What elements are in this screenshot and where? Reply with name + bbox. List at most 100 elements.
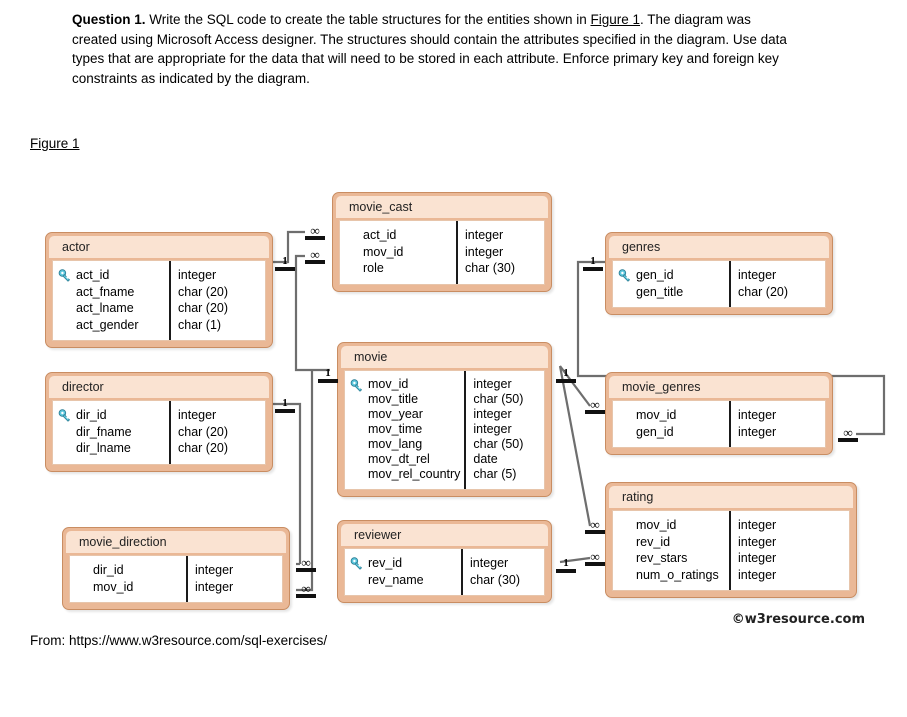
cardinality-bar: [556, 569, 576, 573]
entity-title-movie: movie: [341, 346, 548, 368]
entity-title-reviewer: reviewer: [341, 524, 548, 546]
field-name-text: rev_id: [636, 534, 671, 549]
field-name-text: act_id: [363, 228, 397, 242]
field-type: integer: [473, 377, 512, 391]
field-type: char (20): [178, 301, 229, 315]
question-text-part1: Write the SQL code to create the table s…: [145, 12, 591, 27]
source-url-text: From: https://www.w3resource.com/sql-exe…: [30, 633, 328, 648]
cardinality-symbol: ∞: [310, 247, 320, 262]
cardinality-symbol: ∞: [590, 517, 600, 532]
field-name-text: gen_id: [636, 424, 674, 439]
entity-title-movie_cast: movie_cast: [336, 196, 548, 218]
field-type-column: integer char (30): [463, 549, 544, 595]
field-name: role: [344, 260, 452, 277]
field-type: integer: [738, 518, 777, 532]
entity-title-movie_genres: movie_genres: [609, 376, 829, 398]
field-type: char (30): [465, 261, 516, 275]
field-name-text: mov_year: [368, 407, 423, 421]
field-name-text: mov_id: [636, 518, 677, 532]
field-type: integer: [738, 551, 777, 565]
entity-body-genres: gen_id gen_title integer char (20): [612, 260, 826, 308]
field-name: mov_title: [349, 392, 460, 407]
field-name: act_gender: [57, 317, 165, 334]
field-name: act_id: [57, 267, 165, 284]
field-name-column: gen_id gen_title: [613, 261, 731, 307]
cardinality-symbol: 1: [282, 397, 288, 409]
field-name-text: dir_id: [76, 408, 107, 422]
field-name: rev_id: [617, 534, 725, 551]
cardinality-marker-reviewer-one: 1: [556, 558, 576, 573]
field-name-column: dir_id dir_fname dir_lname: [53, 401, 171, 464]
field-name-text: num_o_ratings: [636, 567, 719, 582]
field-type: char (30): [470, 572, 521, 587]
field-name: gen_title: [617, 284, 725, 301]
field-type: integer: [470, 556, 509, 570]
field-name: mov_id: [617, 407, 725, 424]
cardinality-bar: [318, 379, 338, 383]
field-type: integer: [738, 268, 777, 282]
cardinality-symbol: ∞: [310, 223, 320, 238]
cardinality-marker-movie-one-right: 1: [556, 368, 576, 383]
field-name-text: mov_lang: [368, 437, 423, 451]
cardinality-bar: [585, 562, 605, 566]
field-type: integer: [195, 579, 234, 594]
field-name-text: rev_name: [368, 572, 424, 587]
cardinality-marker-actor-one: 1: [275, 256, 295, 271]
field-type: char (1): [178, 317, 222, 332]
cardinality-marker-movie-cast-actor-many: ∞: [305, 223, 325, 240]
field-name: mov_id: [349, 377, 460, 392]
field-name: rev_id: [349, 555, 457, 572]
entity-title-actor: actor: [49, 236, 269, 258]
field-name-text: mov_id: [368, 377, 409, 391]
field-name: mov_lang: [349, 437, 460, 452]
question-paragraph: Question 1. Write the SQL code to create…: [72, 10, 798, 88]
cardinality-marker-movie-cast-movie-many: ∞: [305, 247, 325, 264]
copyright-icon: ©: [731, 612, 745, 627]
cardinality-symbol: ∞: [590, 397, 600, 412]
field-name-text: dir_lname: [76, 441, 131, 455]
field-name-text: gen_id: [636, 268, 674, 282]
field-name: mov_rel_country: [349, 467, 460, 482]
field-name: dir_id: [74, 562, 182, 579]
cardinality-marker-movie-one-left: 1: [318, 368, 338, 383]
cardinality-symbol: ∞: [301, 581, 311, 596]
field-name-text: dir_fname: [76, 424, 132, 439]
field-name-text: mov_title: [368, 392, 419, 406]
cardinality-bar: [585, 410, 605, 414]
figure-caption: Figure 1: [30, 136, 80, 151]
field-type: char (20): [178, 284, 229, 299]
field-name-text: dir_id: [93, 563, 124, 577]
field-name: mov_id: [74, 579, 182, 596]
field-type: integer: [195, 563, 234, 577]
field-name-text: role: [363, 261, 384, 275]
field-type: integer: [738, 534, 777, 549]
cardinality-symbol: 1: [590, 255, 596, 267]
field-name-text: mov_rel_country: [368, 467, 461, 481]
field-name-text: mov_id: [93, 579, 134, 594]
field-type: char (20): [738, 284, 789, 299]
field-name-text: mov_id: [363, 244, 404, 259]
cardinality-bar: [275, 409, 295, 413]
cardinality-bar: [296, 594, 316, 598]
field-type: integer: [473, 422, 512, 436]
cardinality-bar: [838, 438, 858, 442]
cardinality-symbol: ∞: [843, 425, 853, 440]
